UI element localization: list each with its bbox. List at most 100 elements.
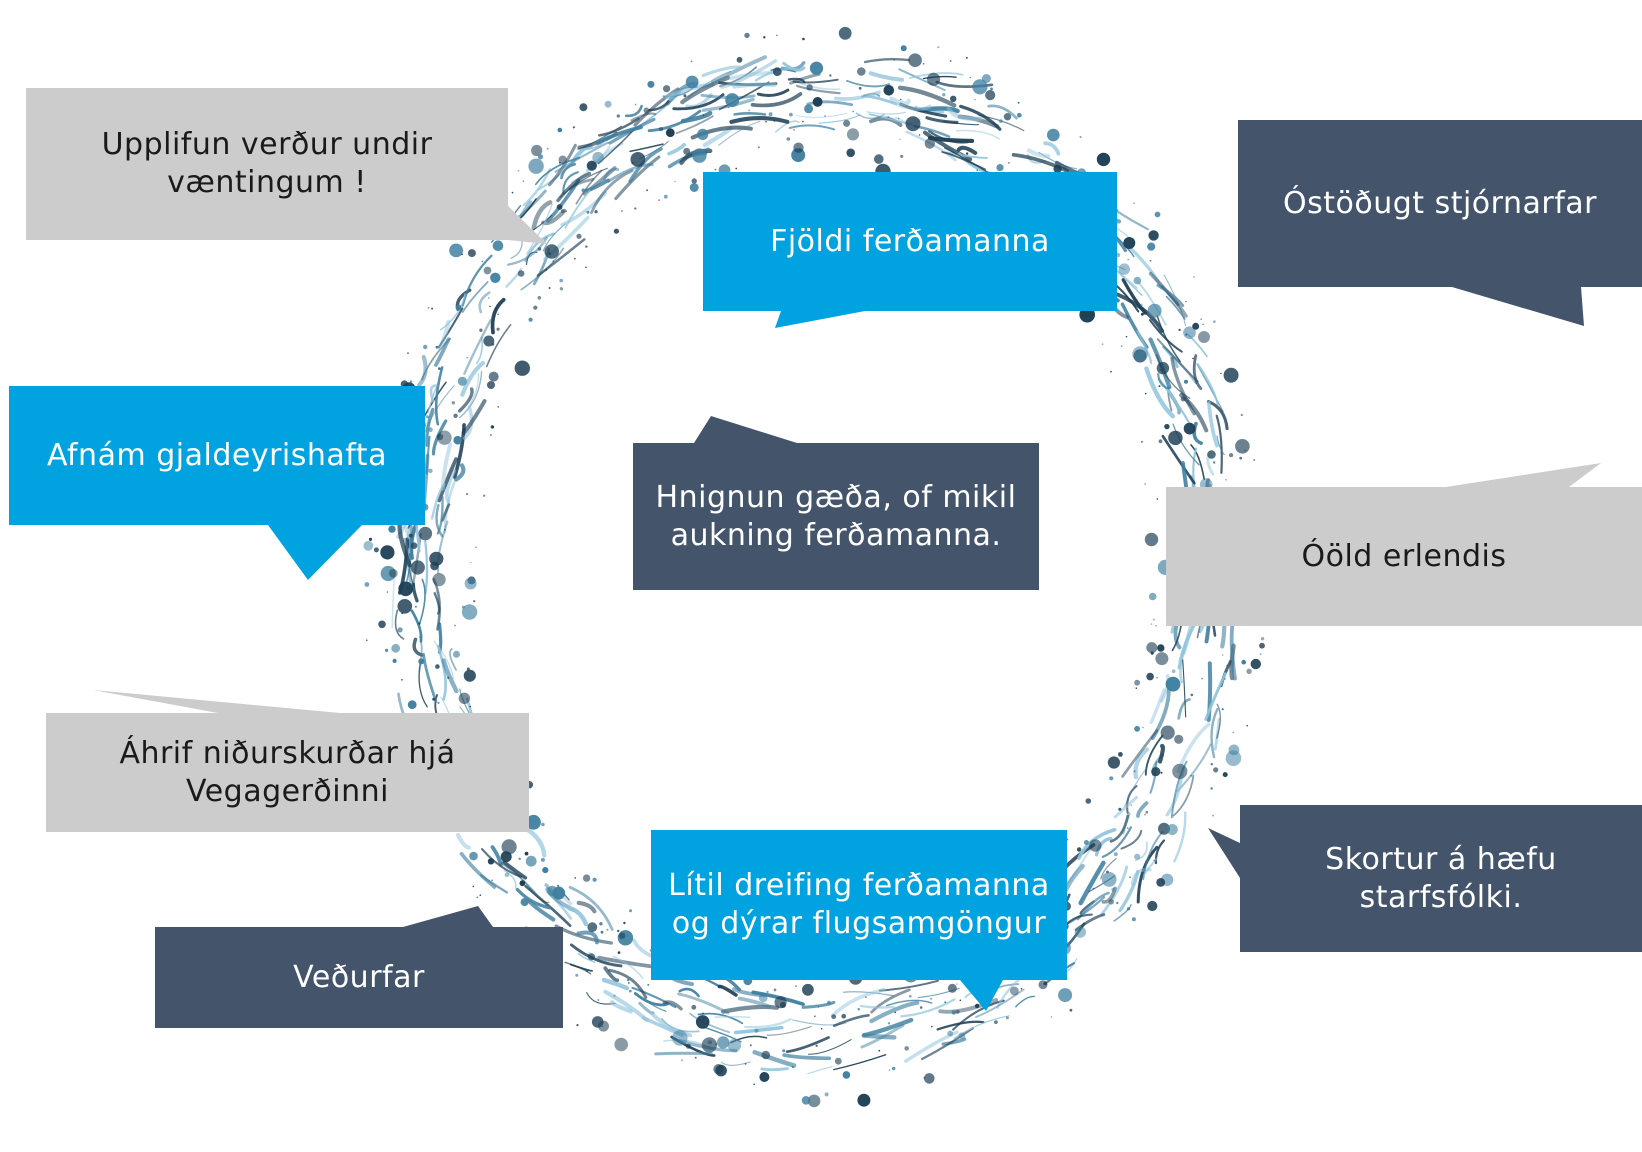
splash-droplet	[761, 1050, 771, 1060]
splash-streak	[1115, 292, 1164, 333]
splash-droplet	[417, 771, 425, 779]
splash-droplet	[458, 692, 471, 704]
splash-streak	[564, 961, 592, 975]
splash-streak	[1206, 661, 1213, 722]
splash-droplet	[363, 540, 374, 551]
splash-streak	[1094, 836, 1113, 857]
splash-droplet	[674, 932, 686, 945]
splash-droplet	[763, 36, 766, 39]
splash-droplet	[461, 604, 478, 620]
splash-droplet	[1127, 318, 1129, 321]
splash-droplet	[698, 970, 706, 978]
splash-droplet	[1060, 207, 1075, 221]
splash-streak	[675, 115, 714, 135]
splash-droplet	[1113, 852, 1118, 857]
splash-droplet	[932, 180, 934, 183]
splash-droplet	[695, 1015, 710, 1029]
splash-streak	[987, 104, 1018, 120]
splash-droplet	[1026, 872, 1031, 876]
splash-droplet	[1085, 798, 1092, 804]
splash-droplet	[1201, 677, 1203, 680]
splash-streak	[1177, 698, 1191, 720]
splash-droplet	[473, 756, 486, 770]
splash-streak	[439, 293, 466, 331]
splash-streak	[1196, 363, 1224, 413]
splash-droplet	[1259, 498, 1267, 505]
splash-streak	[576, 900, 597, 914]
splash-droplet	[491, 879, 493, 882]
splash-droplet	[631, 161, 634, 165]
splash-streak	[435, 503, 444, 538]
splash-droplet	[1116, 209, 1119, 212]
splash-streak	[710, 55, 768, 85]
splash-droplet	[950, 95, 957, 103]
splash-droplet	[586, 210, 590, 214]
splash-droplet	[924, 138, 935, 149]
splash-droplet	[1164, 423, 1170, 430]
splash-droplet	[522, 926, 530, 934]
splash-droplet	[433, 716, 438, 721]
splash-droplet	[472, 910, 475, 913]
splash-droplet	[727, 106, 730, 109]
splash-droplet	[1114, 249, 1116, 252]
splash-droplet	[1022, 885, 1027, 889]
splash-droplet	[1101, 872, 1117, 887]
splash-droplet	[1120, 345, 1123, 347]
splash-droplet	[1141, 441, 1143, 443]
splash-droplet	[717, 1036, 730, 1049]
splash-streak	[429, 384, 438, 403]
splash-droplet	[1209, 502, 1212, 505]
splash-droplet	[552, 260, 555, 263]
splash-droplet	[1207, 450, 1216, 459]
splash-streak	[631, 938, 659, 960]
splash-streak	[597, 955, 653, 969]
splash-droplet	[1127, 258, 1129, 261]
splash-droplet	[364, 582, 370, 587]
splash-droplet	[537, 247, 542, 251]
splash-streak	[614, 155, 661, 201]
splash-droplet	[728, 957, 731, 961]
splash-droplet	[479, 328, 483, 332]
splash-droplet	[900, 154, 904, 158]
splash-streak	[743, 1017, 792, 1029]
splash-streak	[601, 977, 630, 991]
splash-streak	[1078, 860, 1106, 906]
splash-droplet	[875, 163, 891, 180]
splash-droplet	[1118, 263, 1131, 275]
splash-droplet	[748, 109, 750, 112]
splash-droplet	[773, 120, 776, 122]
splash-droplet	[526, 814, 541, 830]
splash-droplet	[464, 577, 477, 590]
splash-droplet	[955, 1009, 960, 1014]
splash-droplet	[365, 504, 377, 516]
splash-streak	[866, 111, 906, 115]
splash-droplet	[1213, 767, 1219, 773]
splash-droplet	[1047, 128, 1060, 142]
splash-droplet	[930, 1025, 933, 1028]
splash-streak	[424, 540, 429, 595]
splash-streak	[610, 1000, 633, 1014]
splash-droplet	[462, 424, 464, 427]
splash-droplet	[1079, 136, 1082, 138]
splash-droplet	[1208, 483, 1212, 488]
splash-droplet	[483, 335, 495, 347]
splash-droplet	[893, 59, 895, 61]
splash-droplet	[812, 97, 823, 107]
splash-droplet	[481, 260, 484, 263]
splash-droplet	[540, 857, 545, 862]
splash-droplet	[643, 107, 650, 114]
splash-droplet	[545, 268, 548, 271]
splash-droplet	[658, 127, 664, 132]
splash-droplet	[428, 468, 433, 473]
splash-streak	[946, 151, 988, 159]
splash-streak	[750, 92, 803, 108]
splash-streak	[391, 571, 396, 629]
splash-droplet	[427, 765, 432, 770]
splash-streak	[463, 372, 480, 415]
splash-droplet	[392, 658, 397, 664]
splash-droplet	[1232, 574, 1234, 577]
splash-droplet	[1250, 658, 1262, 670]
splash-droplet	[1152, 618, 1155, 621]
splash-streak	[411, 582, 419, 603]
splash-droplet	[1178, 328, 1181, 332]
